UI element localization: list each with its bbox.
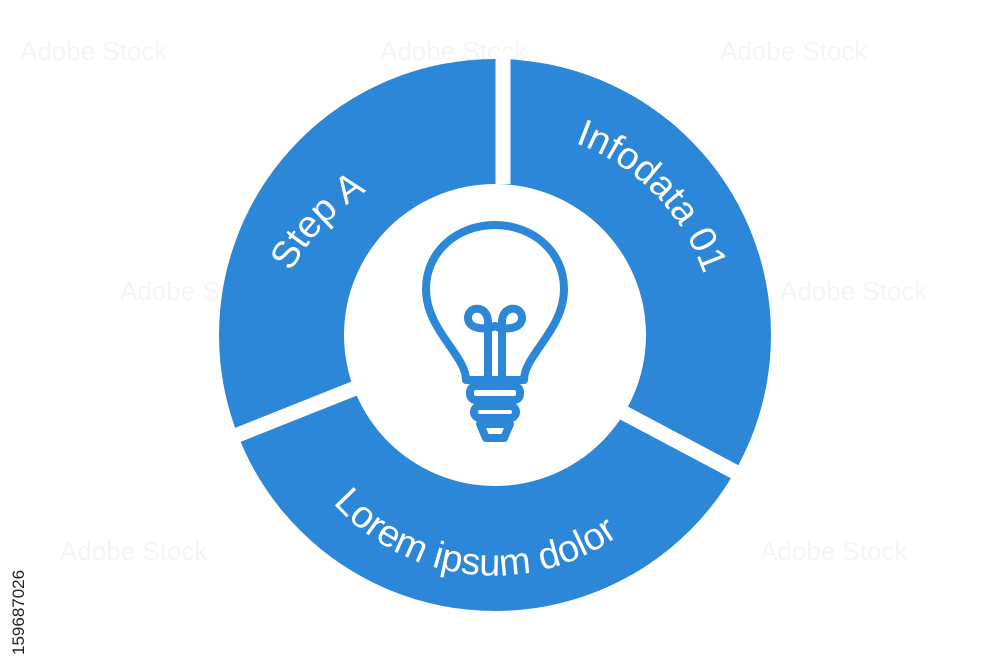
svg-text:159687026: 159687026 [9,570,28,655]
svg-text:Adobe Stock: Adobe Stock [720,36,868,66]
lightbulb-icon [422,221,568,442]
stock-id-vertical: 159687026 [9,570,28,655]
svg-text:Adobe Stock: Adobe Stock [760,536,908,566]
ring-center [344,184,646,486]
svg-text:Adobe Stock: Adobe Stock [20,36,168,66]
segment-separators [227,52,741,480]
svg-text:Adobe Stock: Adobe Stock [780,276,928,306]
svg-text:Adobe Stock: Adobe Stock [60,536,208,566]
